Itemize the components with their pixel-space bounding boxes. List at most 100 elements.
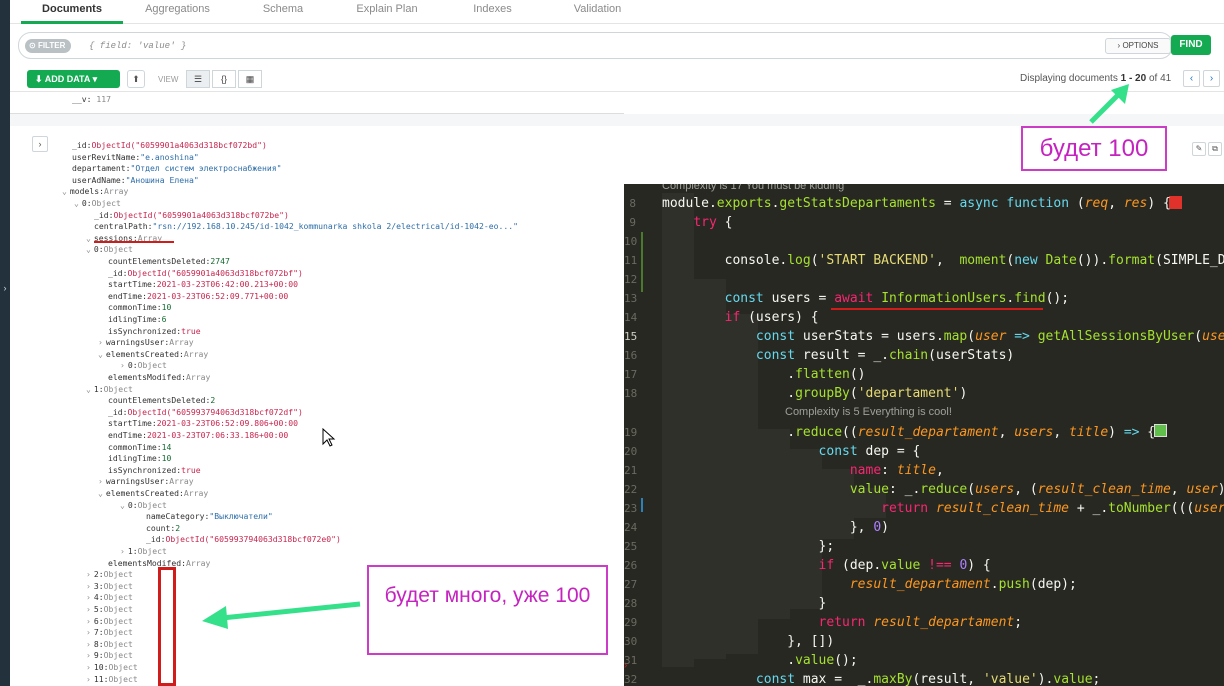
tree-row[interactable]: ›0:Object xyxy=(120,360,167,371)
code-token: value xyxy=(1053,672,1093,686)
tab-schema[interactable]: Schema xyxy=(262,3,304,15)
code-token: ( xyxy=(810,253,819,268)
chevron-right-icon[interactable]: › xyxy=(86,638,91,649)
chevron-right-icon[interactable]: › xyxy=(98,476,103,487)
list-view-button[interactable]: ☰ xyxy=(186,70,210,88)
chevron-right-icon[interactable]: › xyxy=(86,662,91,672)
code-token: exports xyxy=(716,196,772,211)
options-button[interactable]: › OPTIONS xyxy=(1105,38,1171,54)
chevron-right-icon[interactable]: › xyxy=(86,580,91,591)
prev-page-button[interactable]: ‹ xyxy=(1183,70,1200,87)
tree-row[interactable]: ⌄1:Object xyxy=(86,384,133,395)
chevron-down-icon[interactable]: ⌄ xyxy=(86,232,91,243)
chevron-down-icon[interactable]: ⌄ xyxy=(86,244,91,255)
chevron-right-icon[interactable]: › xyxy=(120,360,125,371)
tree-value: Object xyxy=(103,627,133,638)
tree-row[interactable]: ›9:Object xyxy=(86,650,133,661)
tree-row[interactable]: ⌄0:Object xyxy=(86,244,133,255)
chevron-right-icon[interactable]: › xyxy=(86,627,91,638)
edit-icon[interactable]: ✎ xyxy=(1192,142,1206,156)
line-number: 22 xyxy=(624,483,638,496)
table-view-button[interactable]: ▦ xyxy=(238,70,262,88)
json-view-button[interactable]: {} xyxy=(212,70,236,88)
chevron-down-icon[interactable]: ⌄ xyxy=(98,488,103,498)
copy-icon[interactable]: ⧉ xyxy=(1208,142,1222,156)
tree-row[interactable]: ›2:Object xyxy=(86,569,133,580)
tree-row[interactable]: ⌄0:Object xyxy=(74,198,121,209)
chevron-right-icon[interactable]: › xyxy=(86,615,91,626)
tab-indexes[interactable]: Indexes xyxy=(473,3,512,15)
tree-row[interactable]: ⌄sessions:Array xyxy=(86,233,162,244)
code-token: 'START BACKEND' xyxy=(818,253,936,268)
expand-document-button[interactable]: › xyxy=(32,136,48,152)
tab-documents[interactable]: Documents xyxy=(21,0,123,24)
code-token: + _. xyxy=(1069,501,1109,516)
documents-toolbar: ⬇ ADD DATA ▾ ⬆ VIEW ☰ {} ▦ Displaying do… xyxy=(10,66,1224,92)
code-token: async xyxy=(959,196,999,211)
tree-row: nameCategory:"Выключатели" xyxy=(146,511,273,522)
tree-row[interactable]: ⌄elementsCreated:Array xyxy=(98,488,208,499)
indent-guide xyxy=(822,469,854,539)
tree-row[interactable]: ›10:Object xyxy=(86,662,138,673)
chevron-down-icon[interactable]: ⌄ xyxy=(86,383,91,394)
add-data-button[interactable]: ⬇ ADD DATA ▾ xyxy=(27,70,120,88)
find-button[interactable]: FIND xyxy=(1171,35,1211,55)
error-marker: › xyxy=(624,660,628,671)
tree-key: _id: xyxy=(146,534,166,545)
tree-row[interactable]: ›5:Object xyxy=(86,604,133,615)
tree-row[interactable]: ›4:Object xyxy=(86,592,133,603)
code-token: format xyxy=(1108,253,1156,268)
tab-validation[interactable]: Validation xyxy=(573,3,622,15)
tree-row[interactable]: ⌄0:Object xyxy=(120,500,167,511)
tree-row[interactable]: ›8:Object xyxy=(86,639,133,650)
chevron-right-icon[interactable]: › xyxy=(86,650,91,661)
code-token: , xyxy=(1170,482,1187,497)
filter-pill: ⊙ FILTER xyxy=(25,39,72,53)
tree-row[interactable]: ⌄models:Array xyxy=(62,186,128,197)
download-icon: ⬇ xyxy=(35,74,43,84)
code-token xyxy=(662,329,756,344)
tab-explain-plan[interactable]: Explain Plan xyxy=(356,3,418,15)
chevron-right-icon[interactable]: › xyxy=(86,569,91,580)
tree-value: ObjectId("6059901a4063d318bcf072bf") xyxy=(127,267,303,278)
chevron-right-icon[interactable]: › xyxy=(120,546,125,556)
code-token: ) { xyxy=(1147,196,1171,211)
tree-value: Object xyxy=(137,360,167,371)
sessions-highlight-box xyxy=(158,567,176,686)
tab-aggregations[interactable]: Aggregations xyxy=(145,3,210,15)
chevron-down-icon[interactable]: ⌄ xyxy=(74,198,79,208)
chevron-right-icon[interactable]: › xyxy=(86,673,91,684)
code-token: const xyxy=(755,348,796,363)
await-find-underline xyxy=(831,308,1043,310)
chevron-down-icon[interactable]: ⌄ xyxy=(62,186,67,197)
chevron-down-icon[interactable]: ⌄ xyxy=(98,348,103,359)
tree-row[interactable]: ⌄elementsCreated:Array xyxy=(98,349,208,360)
tree-key: 9: xyxy=(93,650,104,661)
tree-key: 7: xyxy=(93,627,104,638)
filter-input[interactable]: ⊙ FILTER { field: 'value' } › OPTIONS xyxy=(18,32,1173,59)
export-button[interactable]: ⬆ xyxy=(127,70,145,88)
tree-row[interactable]: ›warningsUser:Array xyxy=(98,337,194,348)
tree-row[interactable]: ›1:Object xyxy=(120,546,167,557)
code-token: . xyxy=(662,386,796,401)
code-token: user xyxy=(1202,329,1224,344)
code-token: result_clean_time xyxy=(935,501,1070,516)
code-token: ( xyxy=(1069,196,1085,211)
tree-row[interactable]: ›warningsUser:Array xyxy=(98,476,194,487)
tree-row[interactable]: ›6:Object xyxy=(86,616,133,627)
tree-row: departament:"Отдел систем электроснабжен… xyxy=(72,163,282,174)
view-label: VIEW xyxy=(158,75,179,84)
chevron-right-icon[interactable]: › xyxy=(86,604,91,614)
chevron-right-icon[interactable]: › xyxy=(98,337,103,348)
chevron-down-icon[interactable]: ⌄ xyxy=(120,499,125,510)
tree-value: 2 xyxy=(210,395,216,406)
tree-row[interactable]: ›3:Object xyxy=(86,581,133,592)
code-token: InformationUsers xyxy=(881,291,1007,306)
tree-row[interactable]: ›7:Object xyxy=(86,627,133,638)
code-token: find xyxy=(1014,291,1046,306)
chevron-right-icon[interactable]: › xyxy=(86,592,91,603)
next-page-button[interactable]: › xyxy=(1203,70,1220,87)
tree-row[interactable]: ›11:Object xyxy=(86,674,138,685)
code-token: . xyxy=(771,196,780,211)
